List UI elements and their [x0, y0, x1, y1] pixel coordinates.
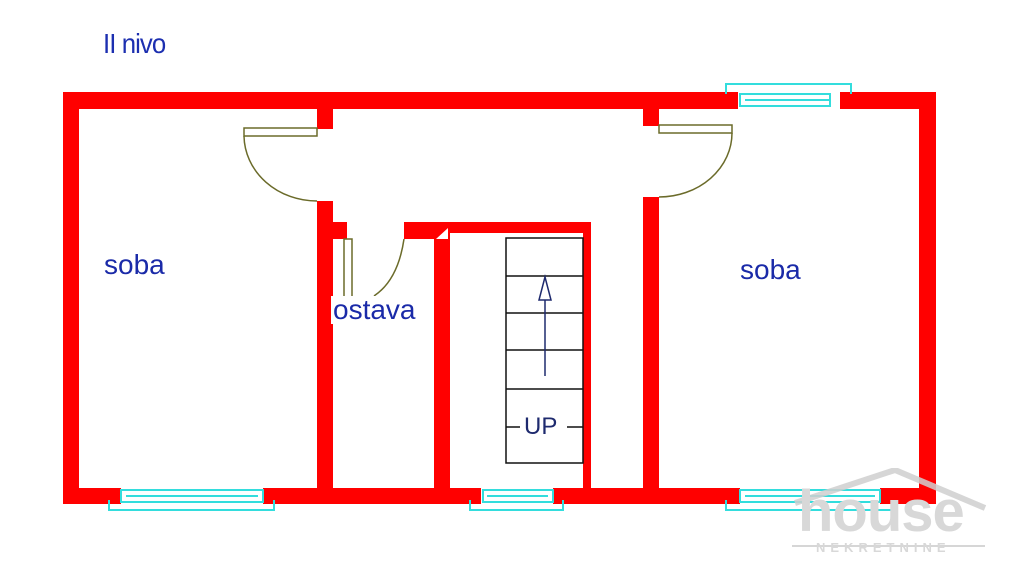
- watermark-sub: NEKRETNINE: [816, 540, 951, 555]
- room-label-soba-right: soba: [740, 254, 801, 285]
- staircase: [505, 237, 584, 464]
- windows: [108, 83, 894, 511]
- house-logo-icon: [792, 468, 987, 547]
- wall-marker-icon: [436, 228, 448, 239]
- floor-title: II nivo: [103, 28, 166, 59]
- doors: [243, 124, 733, 298]
- walls: [63, 92, 936, 504]
- room-label-ostava: ostava: [331, 294, 418, 325]
- arrow-up-icon: [538, 274, 552, 301]
- stairs-up-label: UP: [524, 413, 558, 440]
- watermark-brand: house: [798, 479, 965, 544]
- room-label-soba-left: soba: [104, 249, 165, 280]
